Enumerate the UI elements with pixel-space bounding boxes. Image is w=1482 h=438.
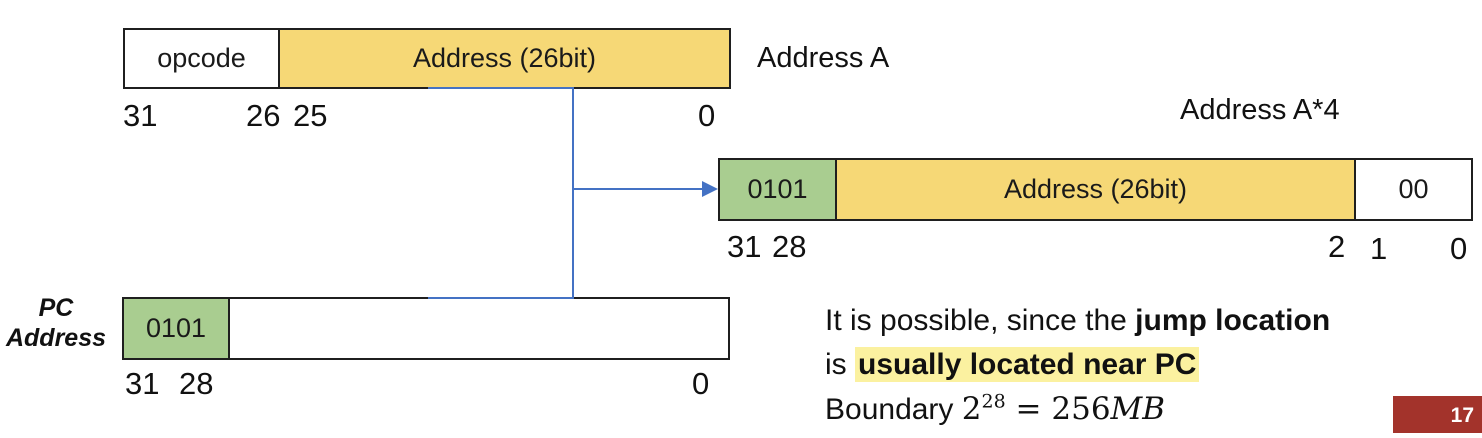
address-26bit-cell: Address (26bit)	[835, 160, 1354, 219]
address-a-caption: Address A	[757, 42, 890, 74]
opcode-cell: opcode	[125, 30, 278, 87]
connector-top-horizontal-line	[428, 87, 574, 89]
note-line1-bold: jump location	[1135, 304, 1331, 337]
bit-label-1: 1	[1370, 231, 1388, 266]
note-text: It is possible, since the jump location …	[825, 299, 1425, 432]
address-a4-title: Address A*4	[1180, 94, 1340, 126]
right-arrow-icon	[702, 181, 718, 197]
bit-label-26: 26	[246, 98, 281, 133]
note-line-2: is usually located near PC	[825, 343, 1425, 387]
note-line2-normal: is	[825, 348, 855, 381]
connector-arrow-shaft	[573, 188, 704, 190]
pc-high-bits-cell: 0101	[720, 160, 835, 219]
pc-address-label-line1: PC	[38, 294, 74, 322]
note-line2-highlighted: usually located near PC	[855, 347, 1200, 382]
page-number-badge: 17	[1393, 396, 1482, 433]
bit-label-31: 31	[727, 229, 762, 264]
pc-address-label: PC Address	[2, 293, 110, 353]
note-line-1: It is possible, since the jump location	[825, 299, 1425, 343]
note-line1-normal: It is possible, since the	[825, 304, 1136, 337]
pc-high-bits-cell: 0101	[124, 299, 228, 358]
connector-bottom-horizontal-line	[428, 297, 574, 299]
pc-address-label-line2: Address	[5, 324, 107, 352]
bit-label-2: 2	[1328, 229, 1346, 264]
bit-label-31: 31	[123, 98, 158, 133]
formula-exponent: 28	[981, 390, 1006, 413]
target-address-register: 0101 Address (26bit) 00	[718, 158, 1473, 221]
address-26bit-cell: Address (26bit)	[278, 30, 729, 87]
pc-register: 0101	[122, 297, 730, 360]
formula-equals: =	[1005, 391, 1052, 427]
bit-label-0: 0	[1450, 231, 1468, 266]
pc-rest-cell	[228, 299, 728, 358]
bit-label-31: 31	[125, 366, 160, 401]
formula-base: 2	[961, 391, 982, 427]
bit-label-28: 28	[179, 366, 214, 401]
instruction-register: opcode Address (26bit)	[123, 28, 731, 89]
formula-unit: MB	[1110, 391, 1166, 427]
bit-label-28: 28	[772, 229, 807, 264]
formula-value: 256	[1051, 391, 1111, 427]
boundary-formula: 228 = 256MB	[962, 391, 1165, 427]
note-line3-normal: Boundary	[825, 393, 962, 426]
bit-label-0: 0	[698, 98, 716, 133]
connector-vertical-line	[572, 87, 574, 299]
bit-label-25: 25	[293, 98, 328, 133]
note-line-3: Boundary 228 = 256MB	[825, 387, 1425, 432]
bit-label-0: 0	[692, 366, 710, 401]
byte-offset-cell: 00	[1354, 160, 1471, 219]
